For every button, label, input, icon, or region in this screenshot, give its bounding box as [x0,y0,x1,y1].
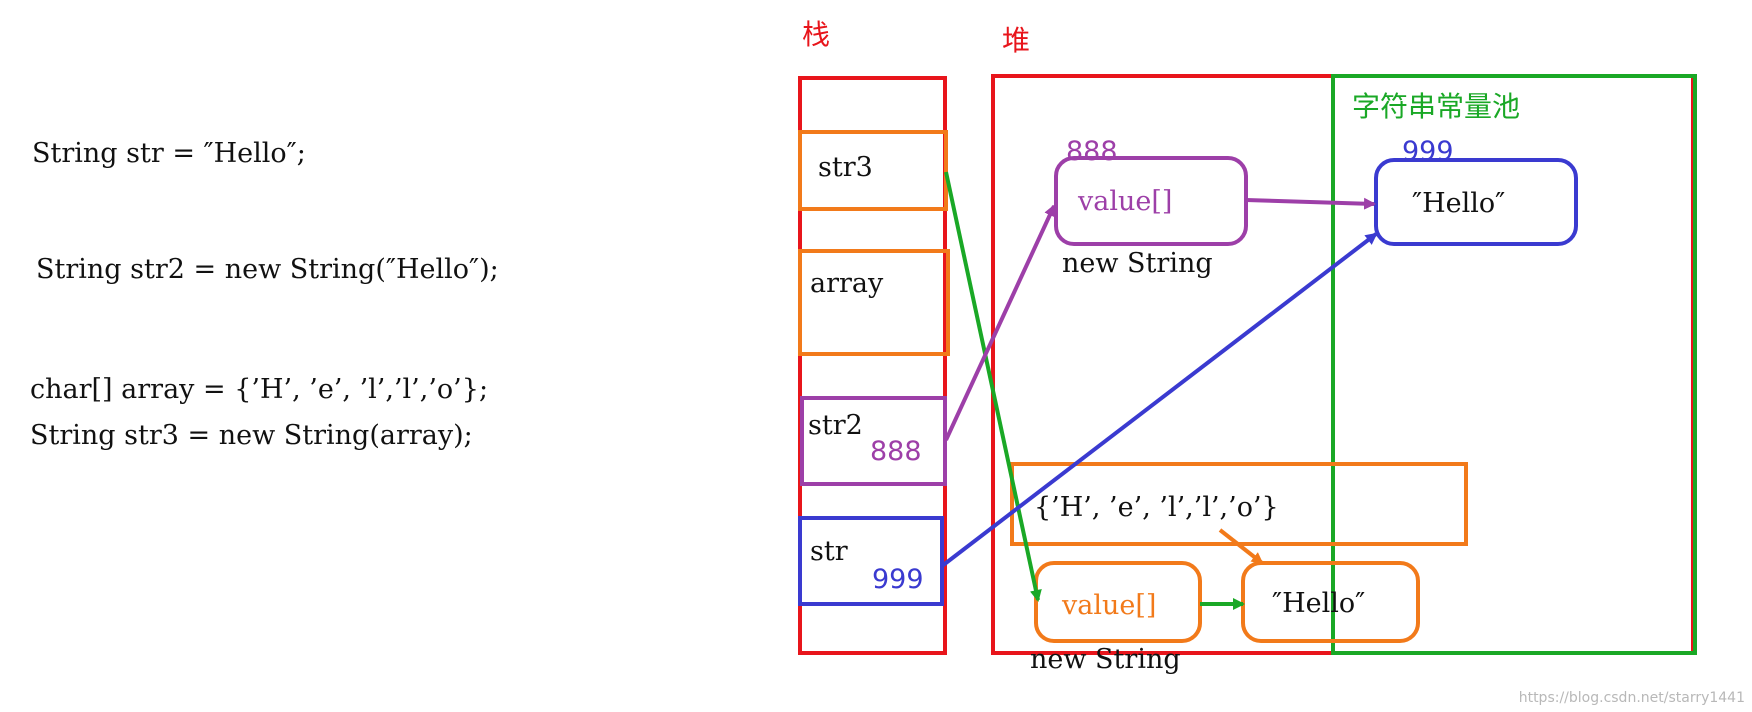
arrow-str3-to-value [944,171,1042,602]
heap-value-array-top-label: value[] [1077,186,1172,217]
pool-hello-label: ″Hello″ [1412,188,1505,219]
arrow-str2-to-value [944,204,1056,441]
stack-slot-str3-label: str3 [818,152,873,183]
stack-region [798,76,947,655]
heap-hello-copy-label: ″Hello″ [1272,588,1365,619]
pool-hello-object [1374,158,1578,246]
code-line-4: String str3 = new String(array); [30,420,473,451]
string-pool-label: 字符串常量池 [1352,90,1520,123]
stack-slot-str-address: 999 [872,564,924,595]
heap-new-string-bottom-label: new String [1030,644,1181,675]
watermark: https://blog.csdn.net/starry1441 [1519,690,1745,706]
arrow-value-to-pool-hello [1245,197,1376,210]
stack-slot-str [798,516,944,606]
heap-address-888: 888 [1066,136,1118,167]
code-line-2: String str2 = new String(″Hello″); [36,254,499,285]
pool-address-999: 999 [1402,136,1454,167]
stack-label: 栈 [802,18,830,51]
heap-value-array-bottom-label: value[] [1061,590,1156,621]
stack-slot-array-label: array [810,268,884,299]
heap-new-string-top-label: new String [1062,248,1213,279]
stack-slot-str3 [798,130,948,211]
heap-label: 堆 [1002,24,1030,57]
arrow-char-array-to-hello-copy [1218,528,1264,565]
stack-slot-str2-address: 888 [870,436,922,467]
stack-slot-str2-label: str2 [808,410,863,441]
code-line-1: String str = ″Hello″; [32,138,306,169]
code-line-3: char[] array = {’H’, ’e’, ’l’,’l’,’o’}; [30,374,488,405]
stack-slot-str-label: str [810,536,848,567]
heap-char-array-label: {’H’, ’e’, ’l’,’l’,’o’} [1034,492,1279,523]
stack-slot-str2 [800,396,947,486]
arrow-str-to-pool-hello [940,232,1378,568]
stack-slot-array [798,249,950,356]
string-pool-region [1331,74,1697,655]
